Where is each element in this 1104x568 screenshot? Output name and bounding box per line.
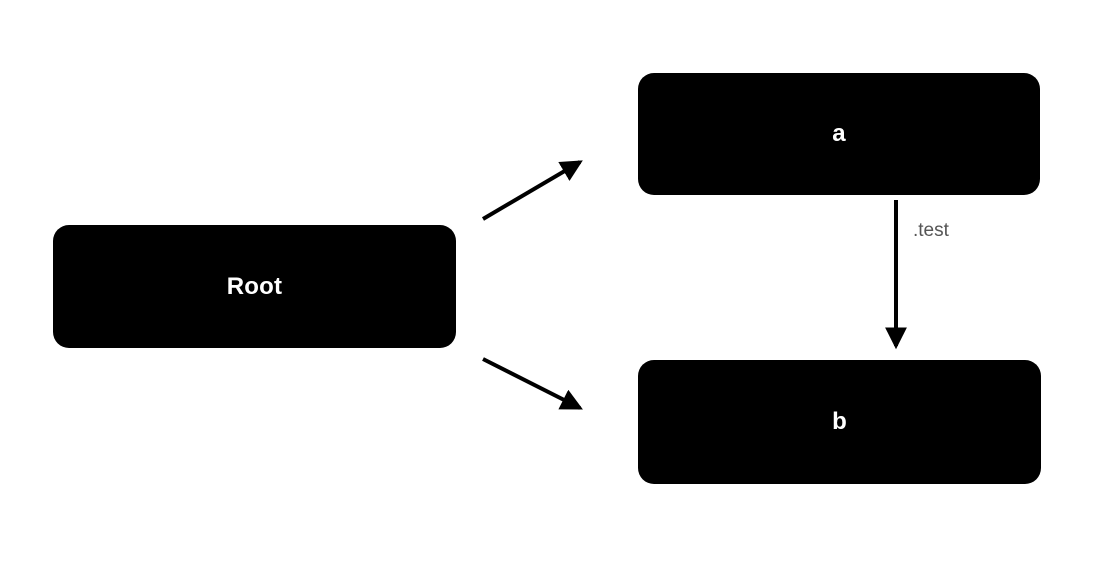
edge-a-to-b-label: .test: [913, 220, 950, 241]
edge-root-to-a: [481, 160, 583, 221]
edge-root-to-b: [482, 357, 583, 410]
node-a-label: a: [832, 120, 846, 147]
node-root[interactable]: Root: [53, 225, 456, 348]
node-b[interactable]: b: [638, 360, 1041, 484]
node-root-label: Root: [226, 272, 283, 300]
node-b-label: b: [832, 408, 847, 435]
node-a[interactable]: a: [638, 73, 1040, 195]
